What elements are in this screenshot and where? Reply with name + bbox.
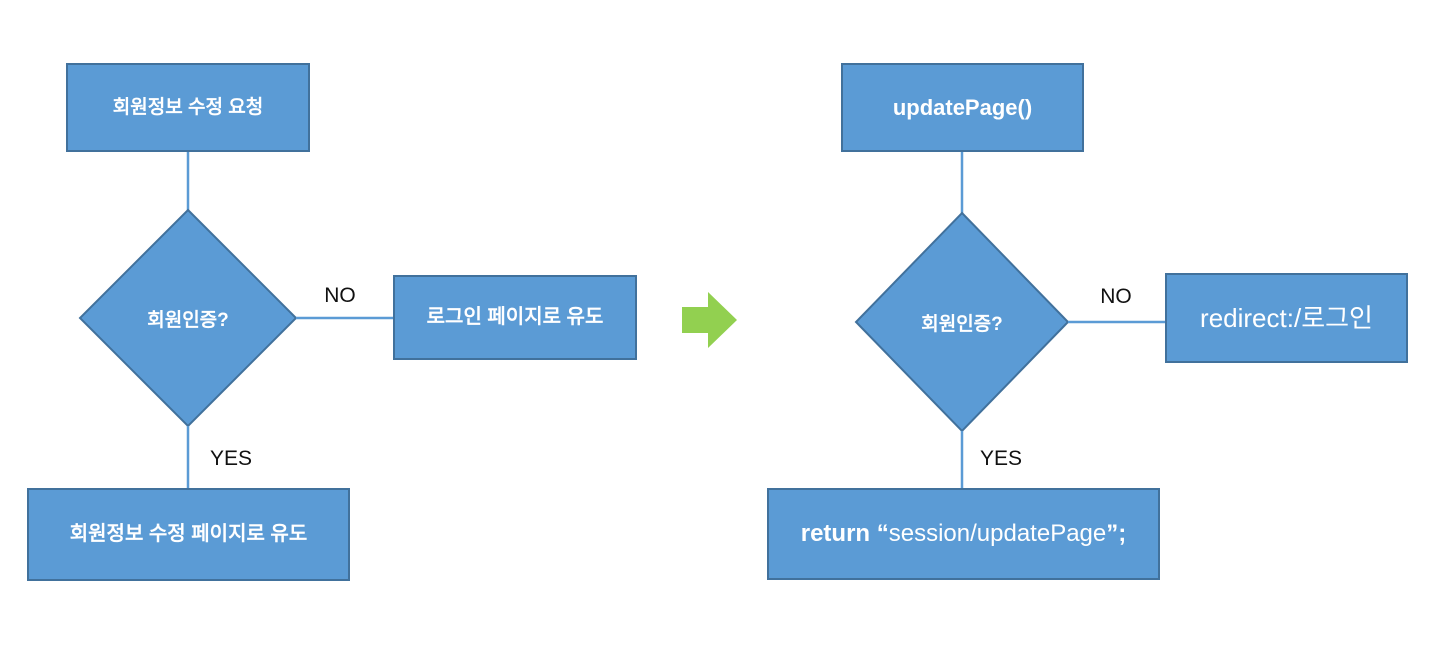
right-yes-edge-label: YES (979, 447, 1023, 470)
right-start-node: updatePage() (841, 63, 1084, 152)
left-no-result-node: 로그인 페이지로 유도 (393, 275, 637, 360)
right-no-result-node: redirect:/로그인 (1165, 273, 1408, 363)
right-no-edge-label: NO (1100, 285, 1132, 308)
right-decision-label: 회원인증? (921, 313, 1003, 335)
left-decision-label: 회원인증? (147, 309, 229, 331)
return-code-text: return “session/updatePage”; (801, 519, 1127, 549)
left-no-edge-label: NO (324, 284, 356, 307)
left-start-node: 회원정보 수정 요청 (66, 63, 310, 152)
return-string-value: session/updatePage (888, 520, 1107, 547)
return-terminator: ”; (1106, 520, 1127, 547)
left-yes-edge-label: YES (209, 447, 253, 470)
return-keyword: return “ (800, 520, 889, 547)
green-right-arrow-icon (682, 292, 737, 348)
right-yes-result-node: return “session/updatePage”; (767, 488, 1160, 580)
left-yes-result-node: 회원정보 수정 페이지로 유도 (27, 488, 350, 581)
